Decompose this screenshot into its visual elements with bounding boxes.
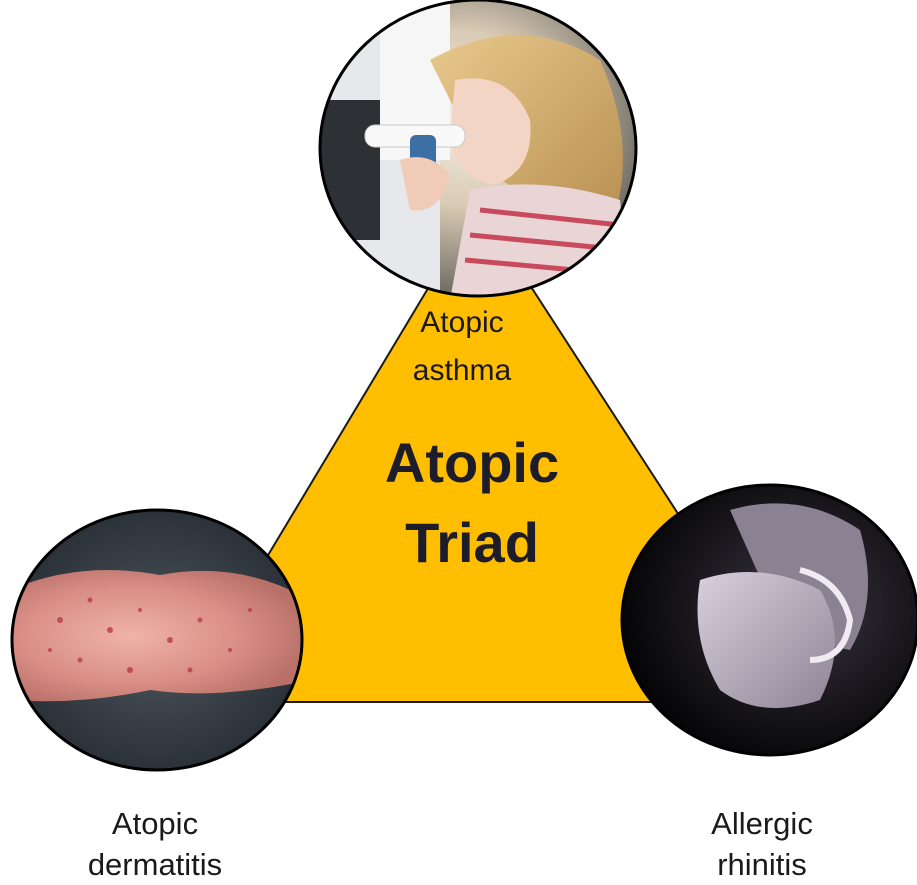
diagram-title-line2: Triad — [405, 511, 539, 574]
dermatitis-label-line2: dermatitis — [88, 847, 222, 882]
dermatitis-label-line1: Atopic — [112, 806, 198, 841]
rhinitis-label-line1: Allergic — [711, 806, 813, 841]
diagram-title-line1: Atopic — [385, 431, 559, 494]
rhinitis-label-line2: rhinitis — [717, 847, 807, 882]
asthma-label-line1: Atopic — [420, 306, 503, 339]
asthma-photo — [320, 0, 636, 300]
rhinitis-photo — [622, 485, 917, 755]
asthma-label-line2: asthma — [413, 354, 512, 387]
dermatitis-photo — [10, 510, 310, 770]
